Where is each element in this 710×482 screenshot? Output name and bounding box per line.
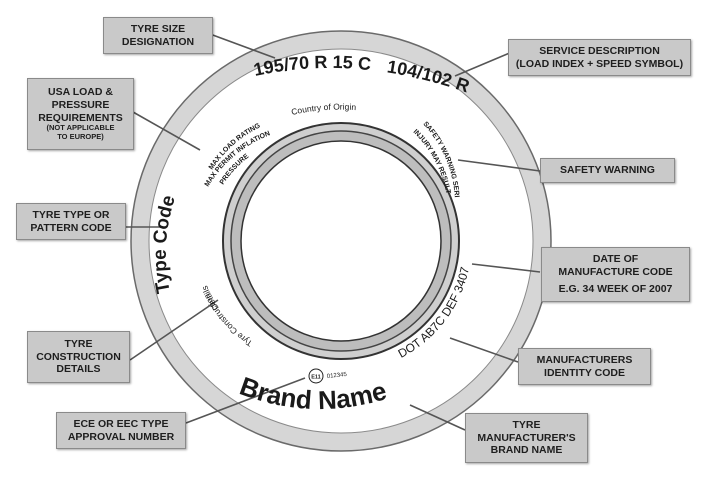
wheel-hole: [240, 140, 442, 342]
label-service-description: SERVICE DESCRIPTION (LOAD INDEX + SPEED …: [508, 39, 691, 76]
leader-lines: [125, 33, 541, 431]
label-date-of-manufacture: DATE OF MANUFACTURE CODE E.G. 34 WEEK OF…: [541, 247, 690, 302]
label-tyre-size-designation: TYRE SIZE DESIGNATION: [103, 17, 213, 54]
ece-number-text: 012345: [327, 372, 348, 380]
label-manufacturers-identity-code: MANUFACTURERS IDENTITY CODE: [518, 348, 651, 385]
ece-mark-circle: [308, 368, 324, 384]
label-usa-load-pressure: USA LOAD & PRESSURE REQUIREMENTS (NOT AP…: [27, 78, 134, 150]
label-tyre-type-pattern-code: TYRE TYPE OR PATTERN CODE: [16, 203, 126, 240]
label-ece-approval-number: ECE OR EEC TYPE APPROVAL NUMBER: [56, 412, 186, 449]
label-tyre-construction-details: TYRE CONSTRUCTION DETAILS: [27, 331, 130, 383]
label-safety-warning: SAFETY WARNING: [540, 158, 675, 183]
label-tyre-manufacturer-brand-name: TYRE MANUFACTURER'S BRAND NAME: [465, 413, 588, 463]
ece-mark-text: E11: [311, 375, 320, 381]
